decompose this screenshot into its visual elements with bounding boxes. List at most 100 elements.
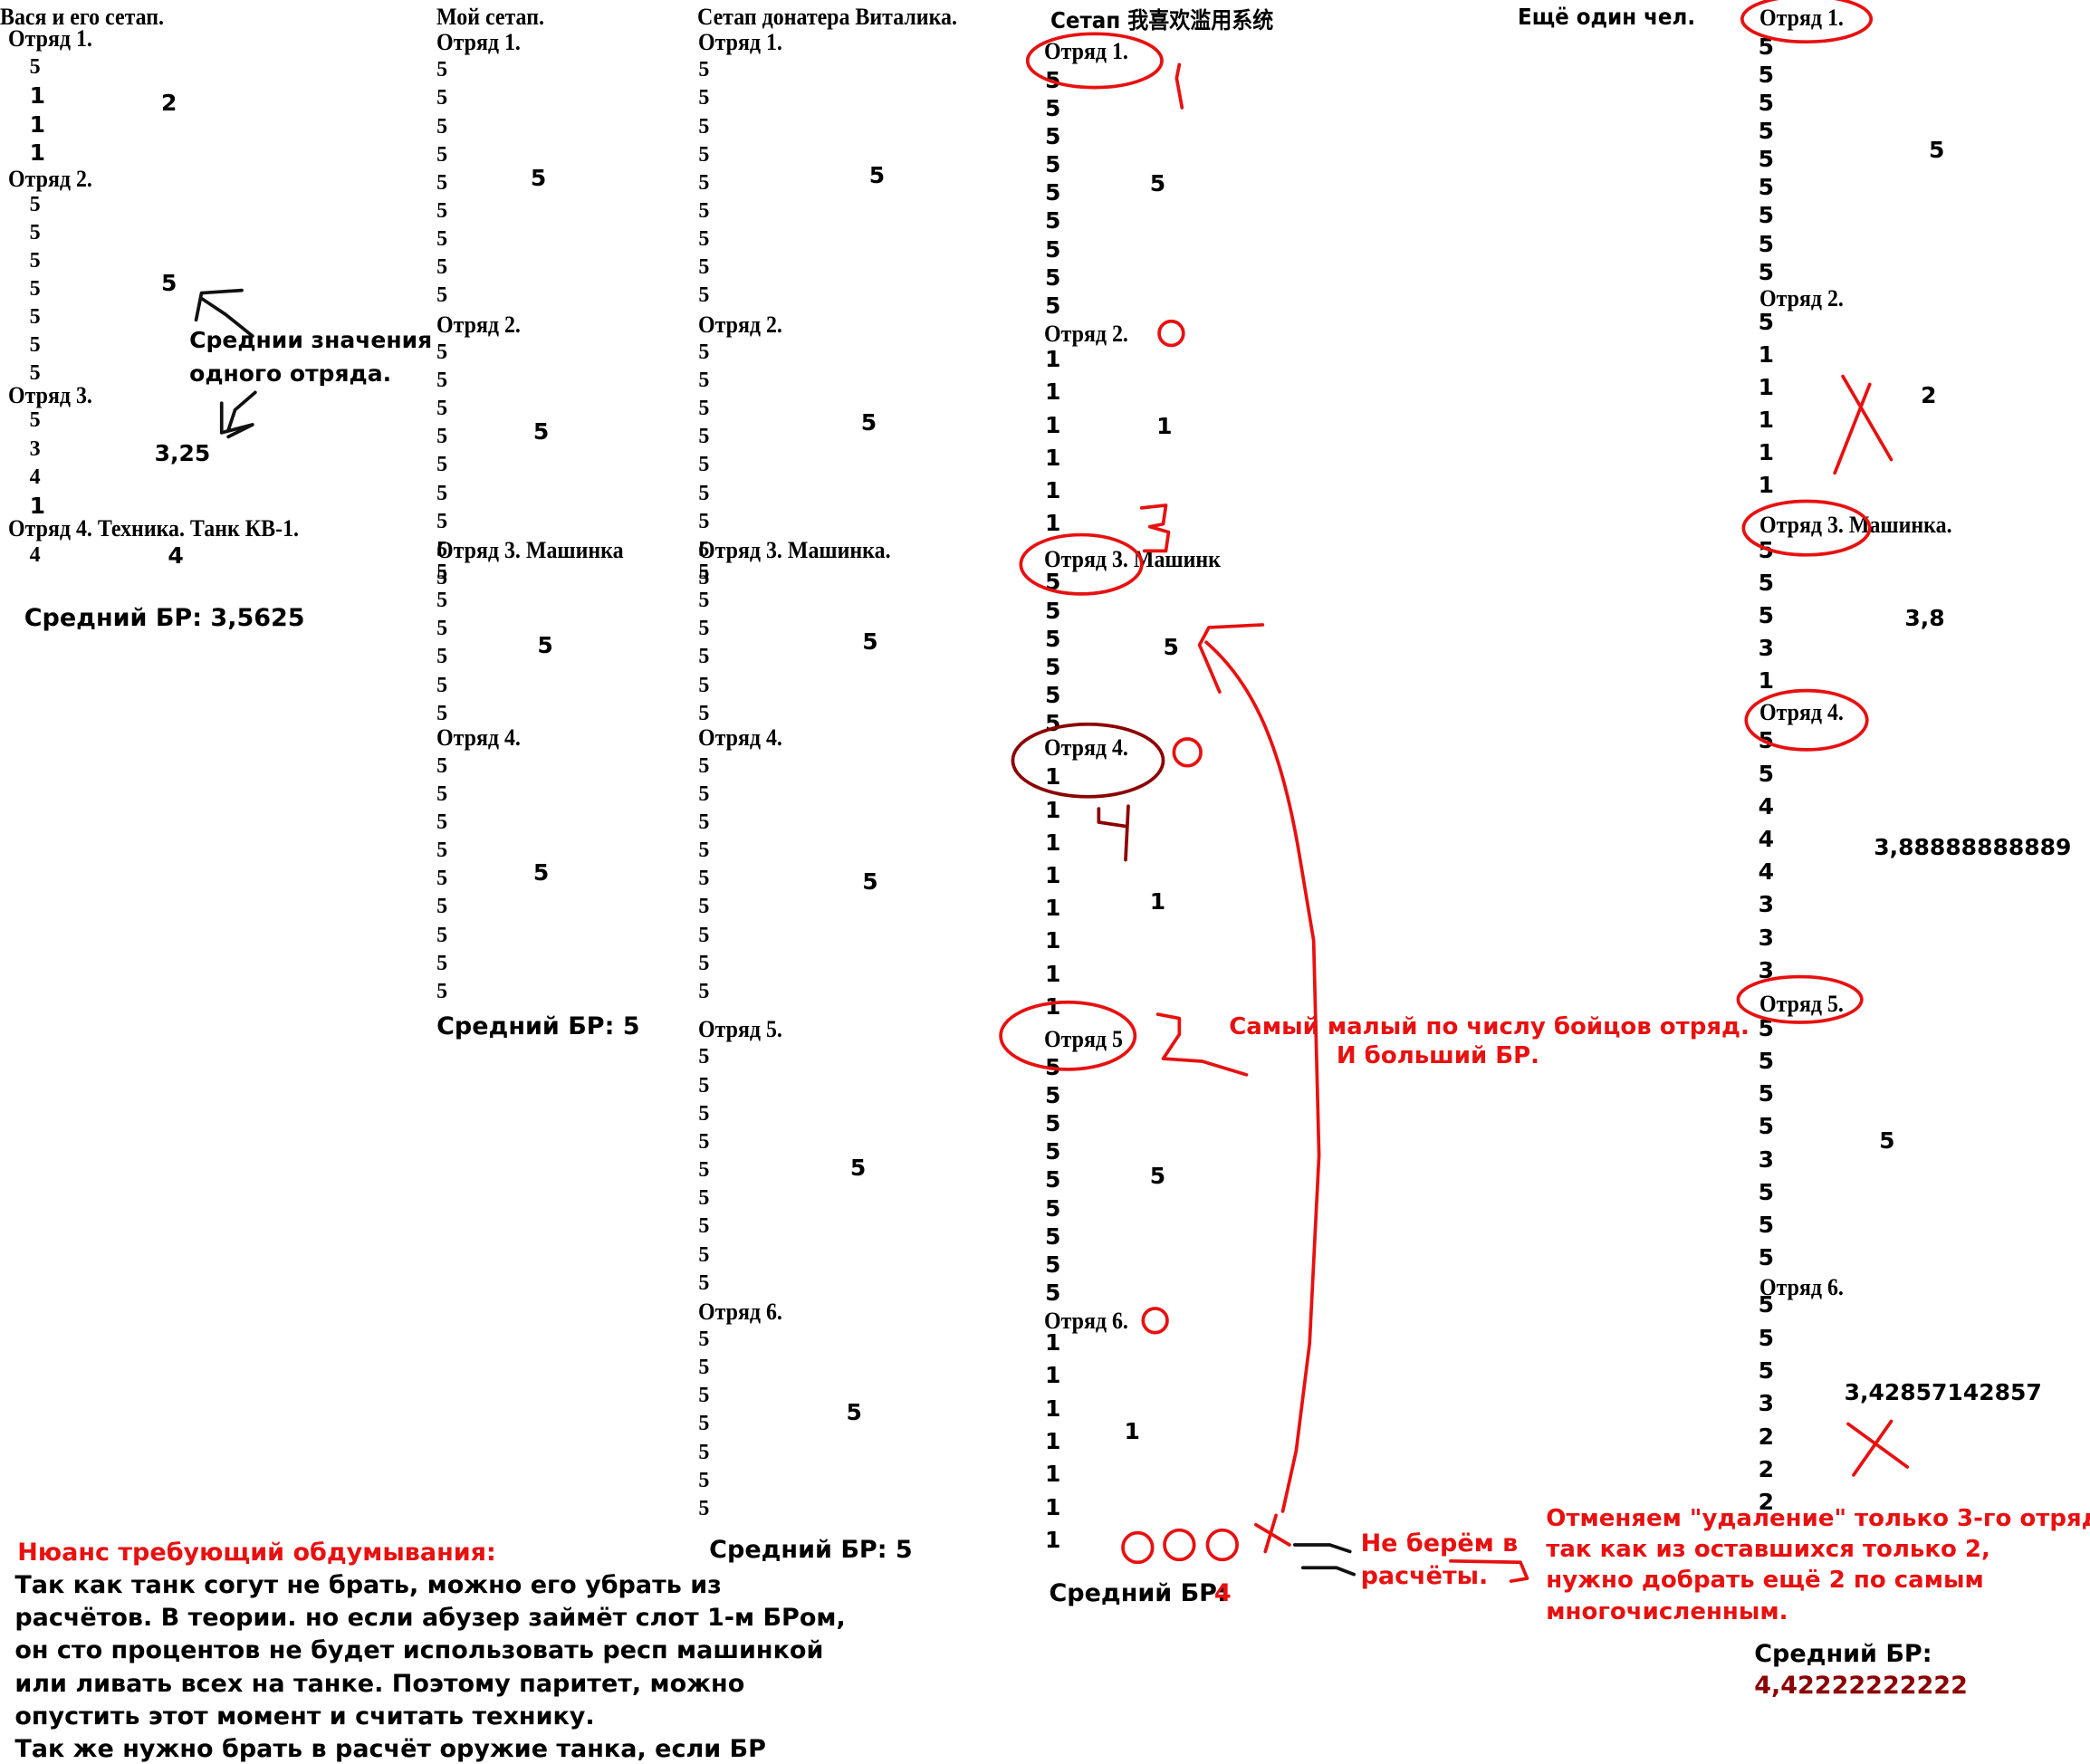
squad-member-br: 3 bbox=[1758, 1146, 1775, 1173]
squad-member-br: 5 bbox=[436, 86, 448, 110]
squad-member-br: 5 bbox=[698, 1214, 710, 1239]
squad-average: 3,42857142857 bbox=[1844, 1378, 2042, 1405]
squad-header: Отряд 2. bbox=[1043, 320, 1128, 347]
squad-member-br: 5 bbox=[436, 397, 448, 421]
squad-header: Отряд 4. bbox=[1759, 699, 1845, 726]
squad-member-br: 5 bbox=[698, 142, 710, 167]
squad-member-br: 3 bbox=[1758, 634, 1775, 661]
squad-member-br: 5 bbox=[436, 701, 448, 725]
squad-member-br: 5 bbox=[698, 227, 710, 252]
squad-member-br: 5 bbox=[1045, 1251, 1061, 1278]
squad-header: Отряд 3. Машинка bbox=[436, 536, 624, 563]
squad-member-br: 5 bbox=[1758, 33, 1775, 60]
squad-member-br: 5 bbox=[698, 1073, 710, 1098]
cancel-removal-note: нужно добрать ещё 2 по самым bbox=[1546, 1567, 1984, 1595]
squad-member-br: 5 bbox=[1045, 597, 1061, 624]
squad-member-br: 5 bbox=[698, 895, 710, 919]
squad-header: Отряд 5. bbox=[1759, 991, 1845, 1018]
squad-average: 5 bbox=[1879, 1127, 1895, 1155]
squad-member-br: 5 bbox=[1758, 174, 1775, 201]
squad-member-br: 5 bbox=[698, 1045, 710, 1069]
squad-member-br: 5 bbox=[1758, 202, 1775, 229]
squad-average: 1 bbox=[1124, 1417, 1140, 1444]
squad-member-br: 5 bbox=[698, 1101, 710, 1126]
average-note-label: Среднии значения bbox=[189, 327, 433, 354]
squad-member-br: 5 bbox=[698, 1496, 710, 1520]
squad-member-br: 1 bbox=[1045, 444, 1061, 471]
squad-member-br: 5 bbox=[698, 509, 710, 533]
squad-member-br: 5 bbox=[29, 220, 41, 244]
squad-member-br: 5 bbox=[1045, 94, 1061, 121]
squad-member-br: 5 bbox=[698, 283, 710, 308]
squad-member-br: 5 bbox=[1758, 1014, 1775, 1041]
squad-header: Отряд 4. bbox=[436, 724, 521, 752]
squad-member-br: 5 bbox=[1758, 1048, 1775, 1075]
squad-average: 5 bbox=[1149, 1163, 1166, 1190]
squad-member-br: 3 bbox=[1758, 891, 1775, 918]
squad-member-br: 5 bbox=[436, 951, 448, 975]
squad-member-br: 5 bbox=[698, 170, 710, 195]
squad-member-br: 5 bbox=[436, 453, 448, 477]
squad-member-br: 5 bbox=[1758, 230, 1775, 257]
squad-member-br: 5 bbox=[436, 565, 448, 590]
squad-average: 5 bbox=[868, 161, 886, 188]
squad-average: 3,8 bbox=[1904, 605, 1945, 632]
squad-average: 5 bbox=[1929, 136, 1945, 163]
nuance-text-line: расчётов. В теории. но если абузер займё… bbox=[14, 1604, 846, 1633]
squad-header: Отряд 5. bbox=[698, 1016, 783, 1043]
squad-member-br: 5 bbox=[698, 1384, 710, 1408]
squad-member-br: 5 bbox=[1045, 122, 1061, 149]
squad-header: Отряд 3. Машинка. bbox=[698, 536, 891, 563]
squad-member-br: 4 bbox=[1758, 826, 1775, 852]
squad-average: 5 bbox=[537, 632, 553, 659]
nuance-text-line: или ливать всех на танке. Поэтому парите… bbox=[14, 1669, 745, 1698]
setup-average-br: Средний БР: bbox=[1049, 1578, 1227, 1607]
squad-member-br: 1 bbox=[1045, 411, 1061, 438]
squad-header: Отряд 1. bbox=[1043, 38, 1128, 65]
squad-member-br: 1 bbox=[1045, 510, 1061, 537]
squad-member-br: 5 bbox=[1758, 760, 1775, 787]
squad-member-br: 1 bbox=[1045, 346, 1061, 373]
squad-member-br: 5 bbox=[1045, 207, 1061, 235]
squad-header: Отряд 6. bbox=[1759, 1274, 1845, 1301]
squad-member-br: 5 bbox=[698, 781, 710, 806]
cancel-removal-note: так как из оставшихся только 2, bbox=[1546, 1536, 1990, 1564]
squad-member-br: 5 bbox=[698, 453, 710, 477]
setup-average-br: Средний БР: 5 bbox=[709, 1536, 913, 1565]
squad-member-br: 1 bbox=[1758, 340, 1775, 368]
squad-member-br: 5 bbox=[436, 753, 448, 778]
squad-member-br: 5 bbox=[698, 979, 710, 1003]
squad-header: Отряд 2. bbox=[7, 166, 92, 193]
squad-member-br: 3 bbox=[1758, 956, 1775, 983]
squad-member-br: 1 bbox=[29, 110, 46, 138]
squad-header: Отряд 1. bbox=[436, 29, 521, 56]
squad-member-br: 5 bbox=[698, 673, 710, 697]
squad-member-br: 5 bbox=[1045, 1082, 1061, 1109]
squad-member-br: 1 bbox=[1045, 927, 1061, 954]
squad-header: Отряд 2. bbox=[1759, 285, 1845, 312]
squad-member-br: 5 bbox=[1758, 89, 1775, 116]
squad-member-br: 1 bbox=[1758, 471, 1775, 498]
setup-average-value: 4,42222222222 bbox=[1754, 1672, 1968, 1701]
squad-average: 5 bbox=[160, 269, 177, 296]
cancel-removal-note: Отменяем "удаление" только 3-го отряда, bbox=[1546, 1505, 2090, 1533]
cross-icon bbox=[1833, 374, 1893, 475]
squad-member-br: 5 bbox=[698, 1129, 710, 1154]
squad-member-br: 5 bbox=[698, 1186, 710, 1211]
squad-member-br: 5 bbox=[436, 481, 448, 505]
squad-member-br: 5 bbox=[436, 283, 448, 308]
squad-member-br: 5 bbox=[436, 537, 448, 561]
squad-member-br: 5 bbox=[698, 425, 710, 449]
squad-average: 3,88888888889 bbox=[1874, 833, 2072, 860]
squad-member-br: 5 bbox=[436, 810, 448, 834]
squad-member-br: 5 bbox=[436, 645, 448, 669]
squad-member-br: 5 bbox=[698, 1412, 710, 1436]
nuance-text-line: Так же нужно брать в расчёт оружие танка… bbox=[14, 1734, 766, 1763]
squad-average: 5 bbox=[1163, 633, 1179, 660]
squad-member-br: 5 bbox=[1758, 1244, 1775, 1271]
squad-member-br: 5 bbox=[1758, 1113, 1775, 1140]
squad-average: 5 bbox=[862, 628, 878, 655]
squad-member-br: 1 bbox=[1045, 895, 1061, 922]
setup-average-br: Средний БР: bbox=[1754, 1639, 1932, 1668]
squad-member-br: 5 bbox=[1045, 1053, 1061, 1080]
